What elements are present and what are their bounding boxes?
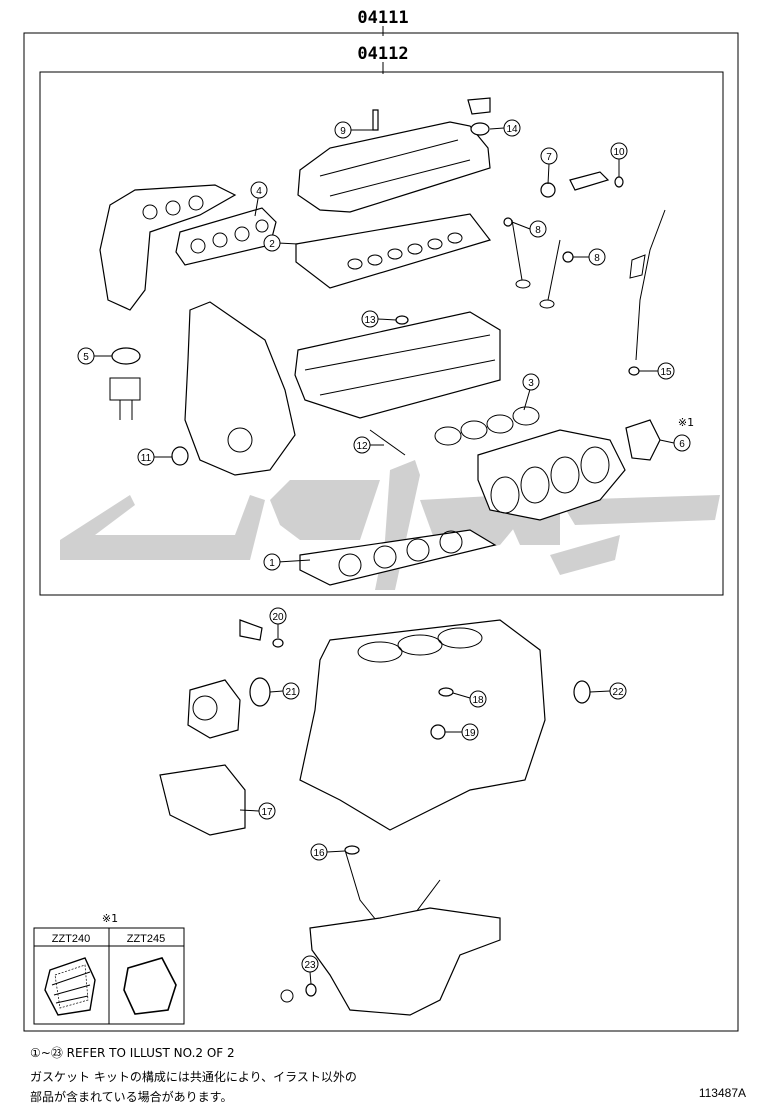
callout-18: 18	[472, 695, 484, 706]
outer-kit-code: 04111	[357, 8, 408, 28]
oil-dipstick-guide	[635, 209, 666, 361]
water-pump	[187, 679, 241, 739]
callout-13: 13	[364, 315, 376, 326]
callout-21: 21	[285, 687, 297, 698]
callout-15: 15	[660, 367, 672, 378]
footer-jp-note-line2: 部品が含まれている場合があります。	[30, 1090, 233, 1104]
intake-manifold-gasket	[434, 406, 540, 446]
water-outlet-gasket	[625, 419, 661, 461]
callout-11: 11	[141, 453, 152, 464]
valves	[511, 219, 561, 309]
callout-5: 5	[83, 352, 89, 363]
seal-5	[111, 347, 141, 365]
inner-kit-code: 04112	[357, 44, 408, 64]
callout-2: 2	[269, 239, 275, 250]
callout-10: 10	[613, 147, 625, 158]
callout-9: 9	[340, 126, 346, 137]
callout-19: 19	[464, 728, 476, 739]
fuel-injector	[569, 171, 610, 191]
callout-circles	[77, 119, 691, 973]
oil-filler-gasket-14	[470, 122, 490, 136]
oil-pan	[309, 907, 501, 1016]
gasket-zzt240	[44, 957, 96, 1016]
callout-23: 23	[304, 960, 316, 971]
drain-plug-gasket-23	[305, 983, 317, 997]
cylinder-head	[294, 311, 501, 419]
callout-6: 6	[679, 439, 685, 450]
callout-4: 4	[256, 186, 262, 197]
callout-7: 7	[546, 152, 552, 163]
callout-17: 17	[261, 807, 273, 818]
callout-3: 3	[528, 378, 534, 389]
callout-8b: 8	[594, 253, 600, 264]
exhaust-manifold	[99, 184, 237, 311]
footer-reference-note: ①~㉓ REFER TO ILLUST NO.2 OF 2	[30, 1046, 235, 1060]
timing-chain-cover	[184, 301, 296, 476]
inner-kit-frame	[39, 71, 724, 596]
oring-20	[272, 638, 284, 648]
spark-plug-seals	[347, 232, 463, 270]
footer-jp-note-line1: ガスケット キットの構成には共通化により、イラスト以外の	[30, 1070, 357, 1084]
cylinder-head-cover	[297, 121, 491, 213]
oil-seal-22	[573, 680, 591, 704]
gasket-zzt245	[123, 957, 177, 1015]
oil-pump	[159, 764, 246, 836]
callout-8a: 8	[535, 225, 541, 236]
variant-col-zzt245: ZZT245	[127, 933, 166, 945]
variant-table: ※1 ZZT240 ZZT245	[33, 912, 185, 1025]
callout-16: 16	[313, 848, 325, 859]
variant-mark: ※1	[678, 416, 694, 429]
gasket-21	[249, 677, 271, 707]
variant-table-mark: ※1	[102, 912, 118, 925]
outer-kit-frame	[23, 32, 739, 1032]
callout-20: 20	[272, 612, 284, 623]
callout-22: 22	[612, 687, 624, 698]
callout-1: 1	[269, 558, 275, 569]
cylinder-block	[299, 619, 546, 831]
oil-seal-11	[171, 446, 189, 466]
callout-12: 12	[356, 441, 368, 452]
illustration-id: 113487A	[698, 1086, 746, 1100]
cylinder-head-gasket	[299, 529, 497, 586]
callout-14: 14	[506, 124, 518, 135]
variant-col-zzt240: ZZT240	[52, 933, 91, 945]
callout-leaders	[93, 127, 675, 985]
cover-gasket	[295, 213, 492, 289]
